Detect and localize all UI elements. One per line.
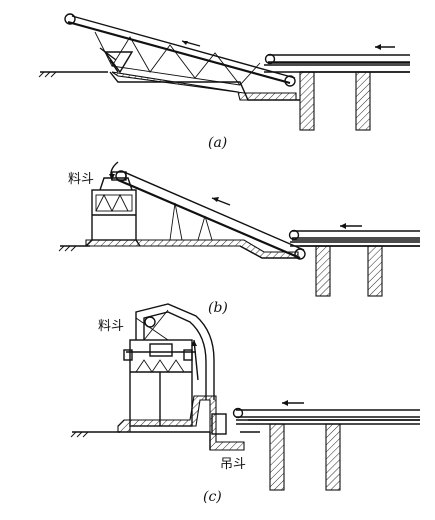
bucket-label-c: 吊斗	[220, 457, 246, 472]
figure-a	[38, 13, 410, 131]
hopper-label-c: 料斗	[98, 319, 124, 334]
figure-c	[70, 303, 420, 491]
figure-b	[58, 161, 420, 297]
caption-c: (c)	[203, 489, 222, 505]
hopper-label-b: 料斗	[68, 172, 94, 187]
caption-b: (b)	[208, 300, 228, 316]
caption-a: (a)	[208, 135, 227, 151]
